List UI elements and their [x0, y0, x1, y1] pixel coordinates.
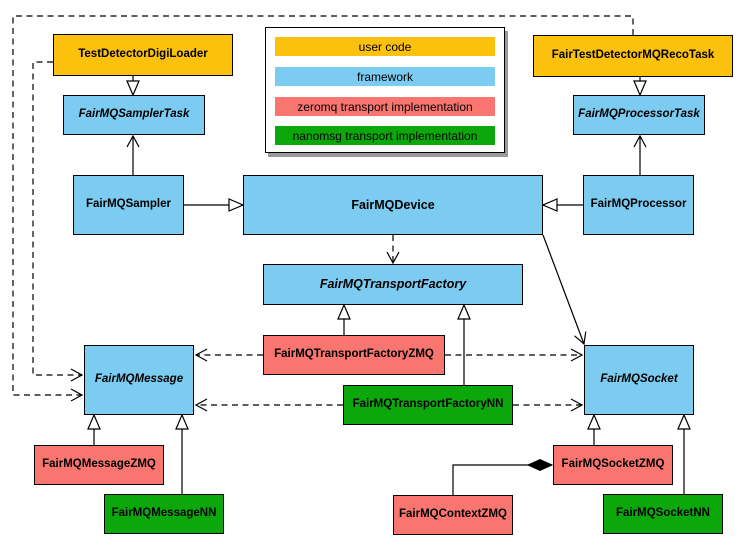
node-fairmqsocketzmq: FairMQSocketZMQ	[553, 445, 673, 485]
node-fairmqtransportfactory: FairMQTransportFactory	[263, 264, 523, 305]
node-fairmqmessagezmq: FairMQMessageZMQ	[34, 445, 164, 485]
dependency-recotask-message	[12, 15, 634, 402]
node-testdetectordigiloader: TestDetectorDigiLoader	[53, 34, 233, 76]
node-fairmqsocket: FairMQSocket	[584, 345, 694, 415]
node-fairmqprocessor: FairMQProcessor	[583, 175, 694, 235]
node-fairmqsamplertask: FairMQSamplerTask	[63, 95, 205, 135]
node-fairmqmessage: FairMQMessage	[84, 345, 194, 415]
node-fairmqmessagenn: FairMQMessageNN	[104, 494, 224, 534]
node-fairmqtransportfactorynn: FairMQTransportFactoryNN	[343, 385, 513, 425]
legend-item-framework: framework	[275, 67, 495, 86]
node-fairtestdetectormqrecotask: FairTestDetectorMQRecoTask	[533, 35, 733, 77]
composition-contextzmq-socketzmq	[452, 465, 552, 495]
legend-item-user-code: user code	[275, 37, 495, 56]
legend: user code framework zeromq transport imp…	[265, 27, 505, 153]
node-fairmqcontextzmq: FairMQContextZMQ	[393, 495, 513, 535]
node-fairmqtransportfactoryzmq: FairMQTransportFactoryZMQ	[263, 335, 445, 375]
node-fairmqdevice: FairMQDevice	[243, 175, 543, 235]
dependency-digiloader-message	[32, 61, 84, 382]
legend-item-zeromq: zeromq transport implementation	[275, 97, 495, 116]
node-fairmqprocessortask: FairMQProcessorTask	[573, 95, 705, 135]
node-fairmqsocketnn: FairMQSocketNN	[603, 494, 723, 534]
association-device-socket	[542, 234, 587, 346]
node-fairmqsampler: FairMQSampler	[73, 175, 184, 235]
legend-item-nanomsg: nanomsg transport implementation	[275, 126, 495, 145]
